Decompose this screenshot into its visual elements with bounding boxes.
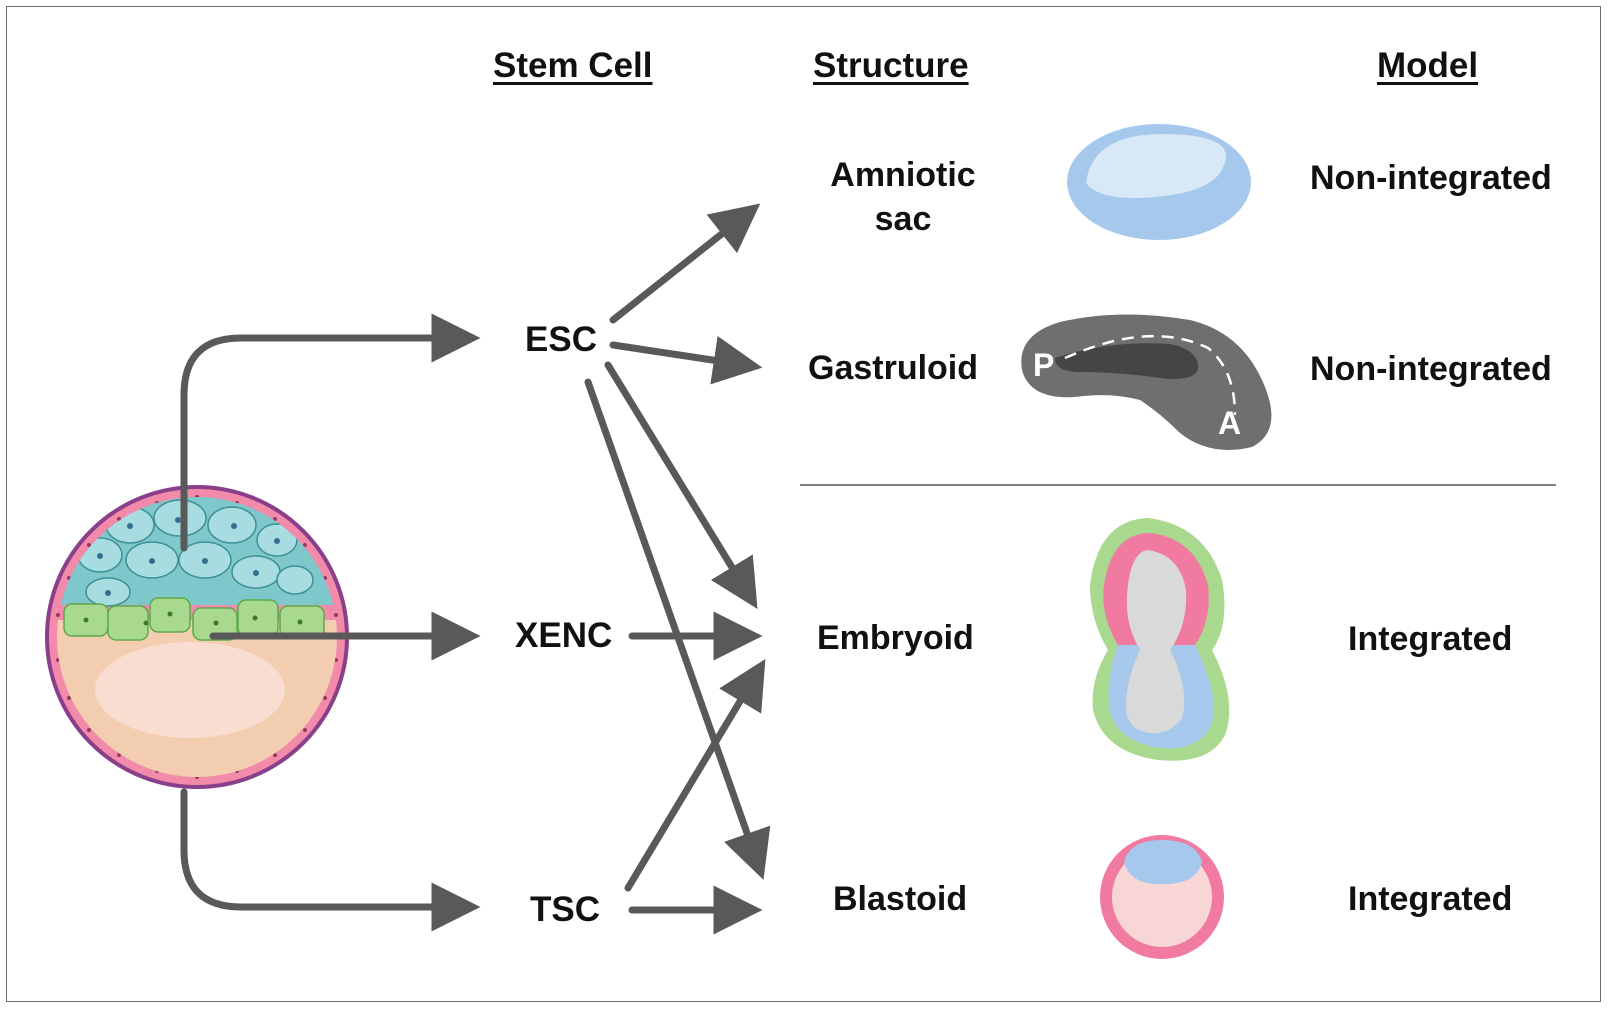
model-gastruloid: Non-integrated bbox=[1310, 350, 1552, 388]
label-embryoid: Embryoid bbox=[817, 619, 974, 657]
model-embryoid: Integrated bbox=[1348, 620, 1513, 658]
arrow-tsc-embryoid bbox=[624, 658, 766, 892]
arrow-troph-to-tsc bbox=[180, 788, 481, 932]
label-esc: ESC bbox=[525, 320, 597, 359]
yolk-highlight bbox=[95, 642, 285, 738]
derivation-arrows bbox=[584, 203, 771, 935]
blastoid-shape bbox=[1100, 835, 1224, 959]
arrow-esc-embryoid bbox=[604, 361, 758, 609]
label-blastoid: Blastoid bbox=[833, 880, 968, 918]
arrow-esc-blastoid bbox=[584, 378, 771, 880]
label-tsc: TSC bbox=[530, 890, 600, 929]
label-amniotic-sac-line1: Amniotic bbox=[830, 156, 976, 194]
embryoid-shape bbox=[1090, 518, 1230, 761]
label-xenc: XENC bbox=[515, 616, 613, 655]
arrow-epiblast-to-esc bbox=[180, 313, 481, 552]
arrow-esc-amniotic bbox=[609, 203, 761, 324]
header-structure: Structure bbox=[813, 46, 969, 85]
amniotic-sac-shape bbox=[1067, 124, 1251, 240]
model-blastoid: Integrated bbox=[1348, 880, 1513, 918]
arrow-esc-gastruloid bbox=[609, 336, 763, 385]
label-gastruloid: Gastruloid bbox=[808, 349, 979, 387]
model-amniotic-sac: Non-integrated bbox=[1310, 159, 1552, 197]
header-model: Model bbox=[1377, 46, 1479, 85]
header-stem-cell: Stem Cell bbox=[493, 46, 653, 85]
source-arrows bbox=[180, 313, 481, 932]
label-anterior: A bbox=[1218, 405, 1242, 441]
gastruloid-shape bbox=[1021, 314, 1272, 450]
figure-border bbox=[6, 6, 1601, 1002]
label-amniotic-sac: Amniotic sac bbox=[818, 153, 988, 241]
label-amniotic-sac-line2: sac bbox=[874, 200, 932, 238]
label-posterior: P bbox=[1033, 347, 1055, 383]
